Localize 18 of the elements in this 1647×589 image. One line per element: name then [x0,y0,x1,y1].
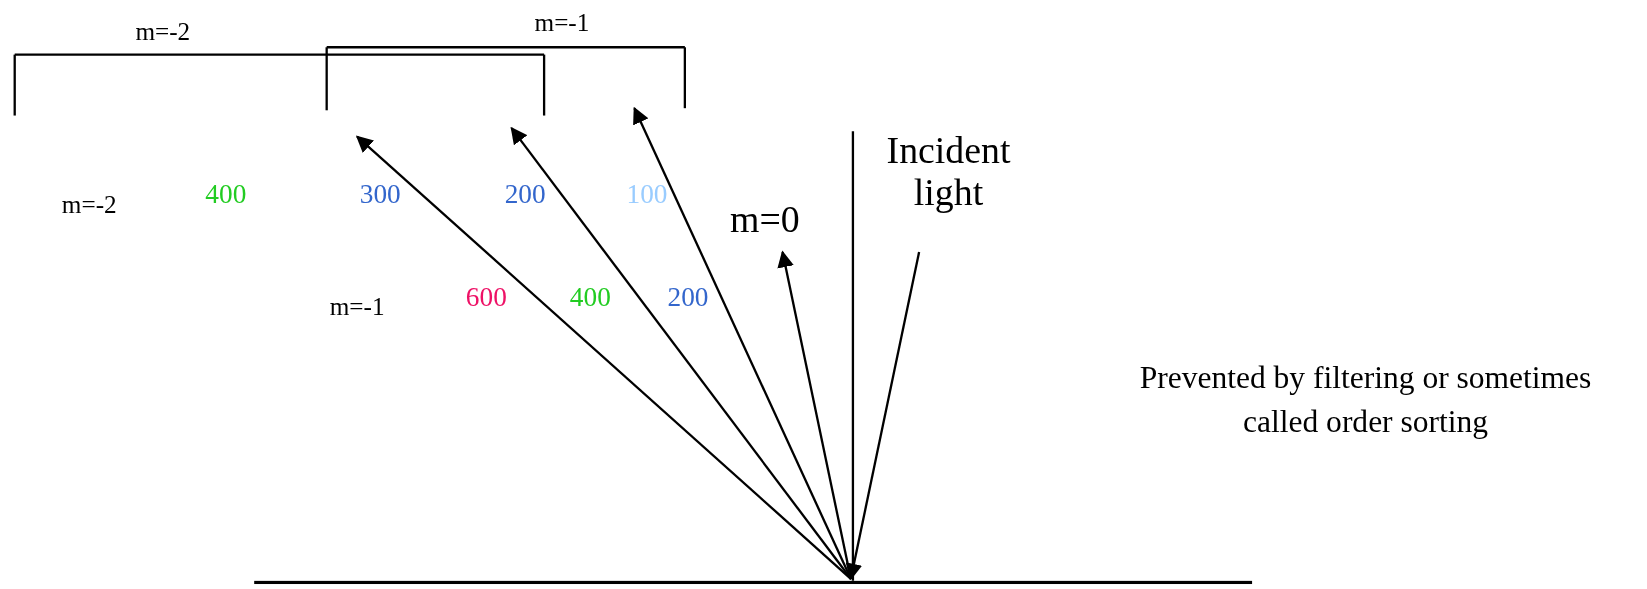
wavelength-label: 200 [667,283,709,314]
wavelength-label: 400 [205,180,247,211]
wavelength-label: 100 [626,180,668,211]
beam-label: Incident light [869,130,1028,214]
order-label: m=-2 [61,190,117,219]
order-label: m=0 [730,199,800,242]
order-label: m=-1 [329,292,385,321]
arrow [845,251,921,581]
wavelength-label: 300 [359,180,401,211]
wavelength-label: 200 [504,180,546,211]
order-label: m=-1 [534,9,590,37]
diffracted-ray-arrow [355,135,852,580]
wavelength-label: 400 [569,283,611,314]
diffracted-ray-arrow [510,126,852,580]
order-label: m=-2 [135,17,191,46]
wavelength-label: 600 [465,283,507,314]
grating-surface [254,580,1253,584]
note-text: Prevented by filtering or sometimes called order sorting [1138,358,1593,441]
